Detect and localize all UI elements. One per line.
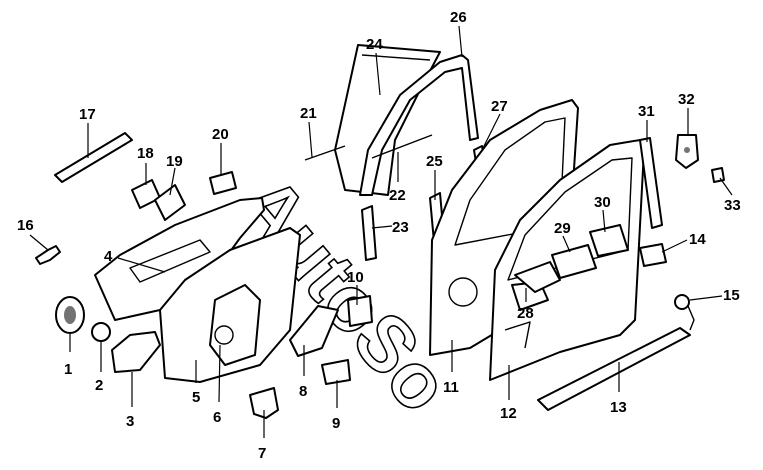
- leader-lines: [29, 25, 733, 438]
- callout-28: 28: [517, 305, 534, 322]
- callout-5: 5: [192, 389, 200, 406]
- part-24-glass-edge: [361, 54, 431, 61]
- callout-24: 24: [366, 36, 383, 53]
- callout-19: 19: [166, 153, 183, 170]
- leader-30: [602, 209, 606, 233]
- leader-14: [661, 239, 688, 253]
- callout-30: 30: [594, 194, 611, 211]
- callout-27: 27: [491, 98, 508, 115]
- part-1-grille-shade: [64, 306, 76, 324]
- callout-17: 17: [79, 106, 96, 123]
- leader-6: [218, 344, 221, 403]
- callout-18: 18: [137, 145, 154, 162]
- callout-15: 15: [723, 287, 740, 304]
- callout-10: 10: [347, 269, 364, 286]
- part-26-glass-run: [359, 54, 479, 196]
- part-20-switch-block: [209, 171, 237, 195]
- callout-21: 21: [300, 105, 317, 122]
- leader-29: [562, 235, 571, 253]
- part-31-sash-molding: [639, 137, 663, 229]
- callout-1: 1: [64, 361, 72, 378]
- callout-2: 2: [95, 377, 103, 394]
- callout-33: 33: [724, 197, 741, 214]
- part-21-belt-molding-inner: [304, 145, 346, 161]
- part-8-access-cover: [289, 305, 339, 357]
- callout-8: 8: [299, 383, 307, 400]
- callout-16: 16: [17, 217, 34, 234]
- callout-6: 6: [213, 409, 221, 426]
- part-17-grip-strip: [54, 132, 133, 183]
- callout-7: 7: [258, 445, 266, 462]
- leader-19: [169, 167, 176, 196]
- part-mirror: [514, 261, 561, 293]
- callout-labels: 1 2 3 4 5 6 7 8 9 10 11 12 13 14 15 16 1…: [17, 9, 741, 462]
- part-15-lock-cylinder: [674, 294, 690, 310]
- part-33-clip: [711, 167, 725, 183]
- part-16-screw: [35, 245, 61, 265]
- callout-14: 14: [689, 231, 706, 248]
- part-11-speaker-hole: [448, 277, 478, 307]
- callout-23: 23: [392, 219, 409, 236]
- part-14-outside-handle: [639, 243, 667, 267]
- part-19-clip: [154, 184, 186, 221]
- callout-25: 25: [426, 153, 443, 170]
- leader-21: [308, 121, 313, 158]
- callout-20: 20: [212, 126, 229, 143]
- leader-4: [117, 257, 166, 273]
- callout-26: 26: [450, 9, 467, 26]
- callout-22: 22: [389, 187, 406, 204]
- part-3-door-pocket: [111, 331, 161, 373]
- part-28-rod: [504, 321, 531, 349]
- part-6-regulator-motor: [214, 325, 234, 345]
- callout-9: 9: [332, 415, 340, 432]
- leader-26: [458, 25, 463, 58]
- part-22-belt-molding-outer: [371, 134, 433, 159]
- leader-16: [29, 234, 49, 251]
- part-7-door-check: [249, 387, 279, 419]
- callout-31: 31: [638, 103, 655, 120]
- part-29-mirror: [551, 244, 597, 279]
- part-23-guide-rail: [361, 205, 377, 261]
- part-15-lock-arm: [687, 305, 695, 331]
- leader-23: [371, 225, 393, 229]
- part-13-side-molding: [537, 327, 691, 411]
- callout-3: 3: [126, 413, 134, 430]
- callout-32: 32: [678, 91, 695, 108]
- callout-13: 13: [610, 399, 627, 416]
- callout-29: 29: [554, 220, 571, 237]
- part-10-bracket: [347, 295, 373, 327]
- part-4-rear-trim-panel: [94, 197, 265, 321]
- leader-24: [375, 52, 381, 96]
- callout-4: 4: [104, 248, 113, 265]
- part-4-armrest: [129, 239, 211, 283]
- part-2-knob: [91, 322, 111, 342]
- callout-12: 12: [500, 405, 517, 422]
- part-32-hinge-hole: [684, 147, 690, 153]
- part-9-striker: [321, 359, 351, 385]
- part-30-mirror-glass: [589, 224, 629, 257]
- part-6-window-regulator: [209, 284, 261, 366]
- leader-33: [719, 177, 733, 196]
- leader-15: [689, 295, 723, 301]
- leader-27: [481, 113, 501, 151]
- callout-11: 11: [443, 379, 459, 396]
